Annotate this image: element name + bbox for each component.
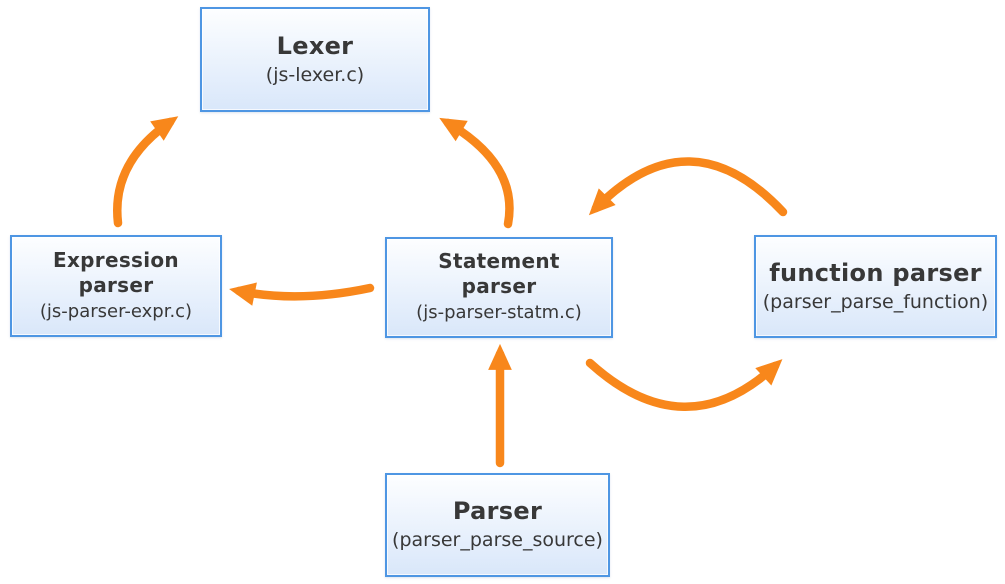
node-lexer-subtitle: (js-lexer.c) bbox=[265, 63, 365, 86]
arrow-statement-parser-to-lexer bbox=[439, 117, 514, 229]
node-expression-parser-subtitle: (js-parser-expr.c) bbox=[39, 300, 193, 322]
node-statement-parser: Statement parser (js-parser-statm.c) bbox=[385, 237, 613, 338]
node-statement-parser-title: Statement parser bbox=[438, 249, 560, 299]
node-parser: Parser (parser_parse_source) bbox=[385, 473, 610, 577]
node-parser-title: Parser bbox=[452, 497, 543, 526]
node-parser-subtitle: (parser_parse_source) bbox=[392, 529, 603, 552]
node-expression-parser-title: Expression parser bbox=[53, 247, 179, 297]
node-lexer-title: Lexer bbox=[276, 31, 354, 60]
node-function-parser: function parser (parser_parse_function) bbox=[754, 235, 997, 338]
arrow-statement-parser-to-expression-parser bbox=[229, 282, 375, 306]
arrow-statement-parser-to-function-parser bbox=[585, 358, 783, 411]
arrow-function-parser-to-statement-parser bbox=[588, 157, 788, 217]
node-expression-parser: Expression parser (js-parser-expr.c) bbox=[10, 235, 222, 337]
node-statement-parser-subtitle: (js-parser-statm.c) bbox=[416, 302, 582, 324]
node-function-parser-subtitle: (parser_parse_function) bbox=[762, 290, 989, 313]
node-lexer: Lexer (js-lexer.c) bbox=[200, 7, 430, 112]
node-function-parser-title: function parser bbox=[769, 258, 982, 287]
arrow-expression-parser-to-lexer bbox=[113, 116, 179, 228]
